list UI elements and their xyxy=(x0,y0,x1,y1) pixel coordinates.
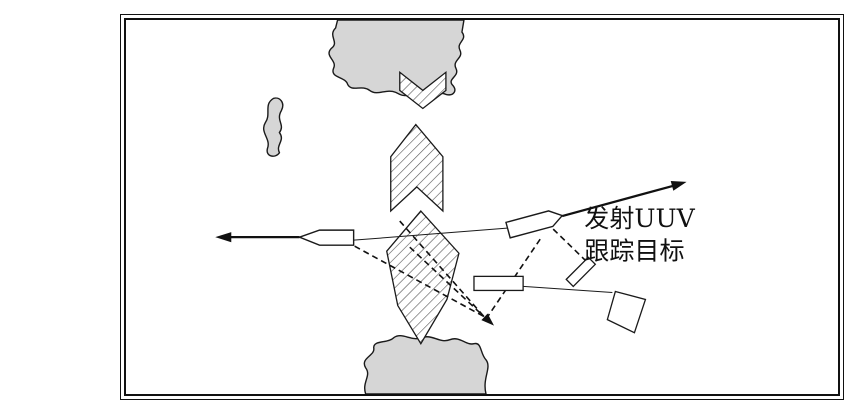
uuv-left-arrowhead xyxy=(215,232,232,243)
target-line xyxy=(523,285,613,293)
uuv-left-body xyxy=(297,229,355,246)
bottom-landmass xyxy=(363,335,489,394)
trajectory-arrowhead xyxy=(481,313,495,326)
target-rectangle xyxy=(473,275,524,292)
hatched-chevron-top xyxy=(399,70,447,110)
uuv-right-arrow-line xyxy=(561,183,677,218)
left-island xyxy=(263,97,284,157)
hatched-chevron-middle xyxy=(390,123,444,213)
dashed-trajectories xyxy=(354,220,586,319)
annotation-line1: 发射UUV xyxy=(584,204,695,233)
annotation-line2: 跟踪目标 xyxy=(584,236,684,265)
angled-craft-small xyxy=(565,256,597,288)
uuv-right-arrowhead xyxy=(670,181,687,191)
uuv-link-line xyxy=(353,227,508,241)
hatched-shape-lower xyxy=(386,210,460,346)
diagram-canvas: 发射UUV 跟踪目标 xyxy=(215,20,696,394)
figure-frame-inner: 发射UUV 跟踪目标 xyxy=(124,18,840,396)
figure-frame-outer: 发射UUV 跟踪目标 xyxy=(120,14,844,400)
uuv-right-body xyxy=(505,210,564,239)
angled-craft-large xyxy=(606,290,647,334)
